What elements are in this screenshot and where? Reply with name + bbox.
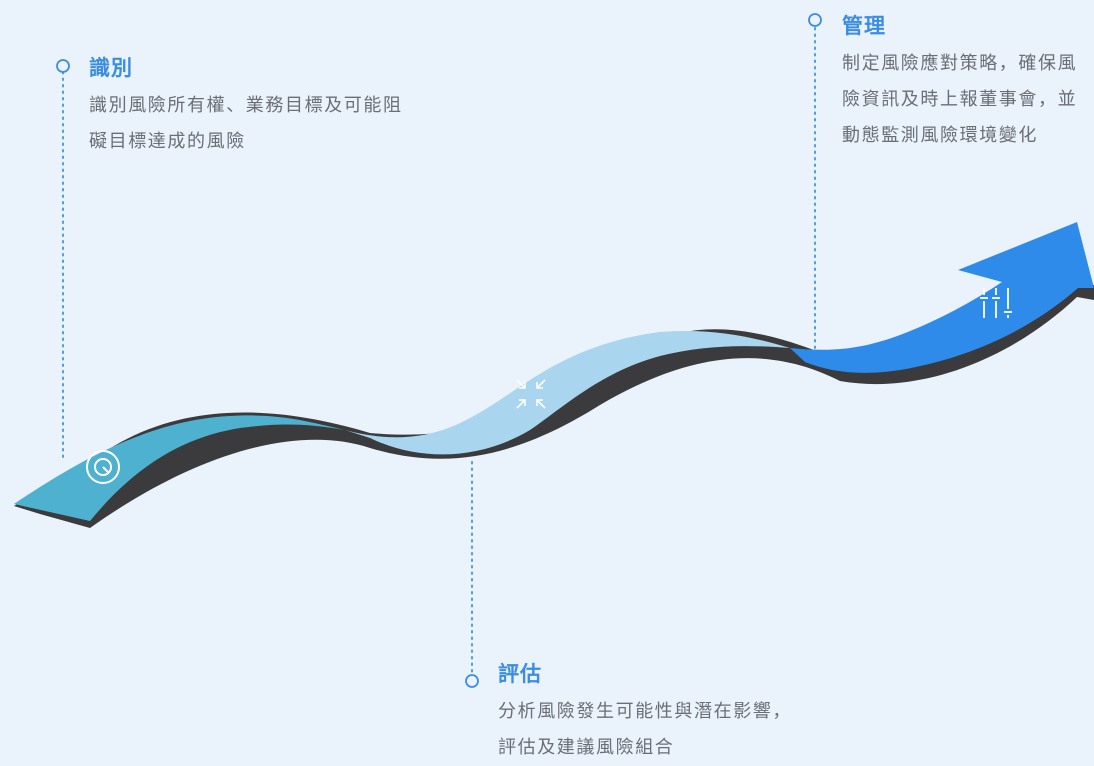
- step-identify-description: 識別風險所有權、業務目標及可能阻礙目標達成的風險: [89, 95, 403, 152]
- assess-anchor: [465, 674, 479, 688]
- identify-anchor: [56, 59, 70, 73]
- step-manage: 管理 制定風險應對策略，確保風險資訊及時上報董事會，並動態監測風險環境變化: [842, 12, 1090, 154]
- step-assess-title: 評估: [498, 662, 542, 686]
- step-manage-title: 管理: [842, 14, 886, 38]
- step-assess: 評估 分析風險發生可能性與潛在影響，評估及建議風險組合: [498, 660, 808, 766]
- target-icon: [86, 450, 120, 484]
- ribbon-segment-assess: [345, 330, 790, 455]
- step-assess-description: 分析風險發生可能性與潛在影響，評估及建議風險組合: [498, 701, 792, 758]
- step-identify-title: 識別: [89, 56, 133, 80]
- step-manage-description: 制定風險應對策略，確保風險資訊及時上報董事會，並動態監測風險環境變化: [842, 53, 1078, 146]
- ribbon-segment-identify: [14, 415, 345, 521]
- manage-anchor: [808, 13, 822, 27]
- ribbon-segment-manage: [790, 222, 1094, 373]
- compress-arrows-icon: [516, 379, 546, 409]
- step-identify: 識別 識別風險所有權、業務目標及可能阻礙目標達成的風險: [89, 54, 409, 160]
- sliders-icon: [980, 288, 1012, 318]
